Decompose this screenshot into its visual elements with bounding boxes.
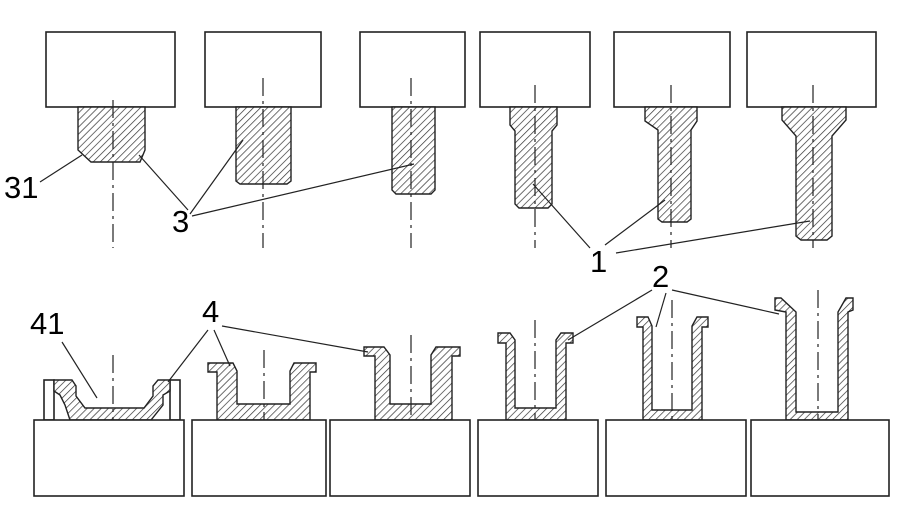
punch-stage-2 (205, 32, 321, 248)
reference-numerals: 31 3 1 41 4 2 (4, 170, 669, 341)
die-block-4 (478, 420, 598, 496)
cup-stage-1 (54, 380, 170, 420)
label-31: 31 (4, 170, 38, 205)
leader-1a (533, 184, 590, 248)
label-41: 41 (30, 306, 64, 341)
leader-31 (40, 155, 82, 182)
die-plate-1b (170, 380, 180, 420)
punch-holder-1 (46, 32, 175, 107)
die-plate-1 (44, 380, 54, 420)
die-stage-4 (478, 320, 598, 496)
leader-2c (672, 290, 779, 314)
punch-holder-5 (614, 32, 730, 107)
die-stage-5 (606, 300, 746, 496)
die-stage-2 (192, 350, 326, 496)
punch-body-3 (392, 107, 435, 194)
cup-stage-2 (208, 363, 316, 420)
die-stage-6 (751, 290, 889, 496)
punch-stage-4 (480, 32, 590, 248)
cup-stage-3 (364, 347, 460, 420)
cup-stage-6 (775, 298, 853, 420)
die-block-3 (330, 420, 470, 496)
leader-4b (214, 330, 230, 366)
punch-body-6 (782, 107, 846, 240)
punch-stage-3 (360, 32, 465, 248)
leader-2b (656, 293, 666, 327)
label-3: 3 (172, 204, 189, 239)
die-block-2 (192, 420, 326, 496)
leader-2a (568, 290, 652, 340)
punch-body-1 (78, 107, 145, 162)
die-stage-1 (34, 355, 184, 496)
leader-1b (605, 200, 665, 245)
die-block-1 (34, 420, 184, 496)
die-block-5 (606, 420, 746, 496)
punch-stage-5 (614, 32, 730, 248)
punch-holder-3 (360, 32, 465, 107)
leader-1c (616, 221, 810, 253)
top-row (40, 32, 876, 253)
leader-4a (168, 330, 208, 382)
punch-body-4 (510, 107, 557, 208)
bottom-row (34, 290, 889, 496)
die-block-6 (751, 420, 889, 496)
leader-3a (139, 155, 188, 210)
leader-4c (222, 326, 368, 352)
punch-holder-6 (747, 32, 876, 107)
leader-3b (190, 140, 243, 214)
label-4: 4 (202, 294, 219, 329)
label-1: 1 (590, 244, 607, 279)
label-2: 2 (652, 259, 669, 294)
punch-stage-1 (46, 32, 175, 248)
punch-stage-6 (747, 32, 876, 248)
die-stage-3 (330, 335, 470, 496)
leader-3c (192, 164, 414, 216)
